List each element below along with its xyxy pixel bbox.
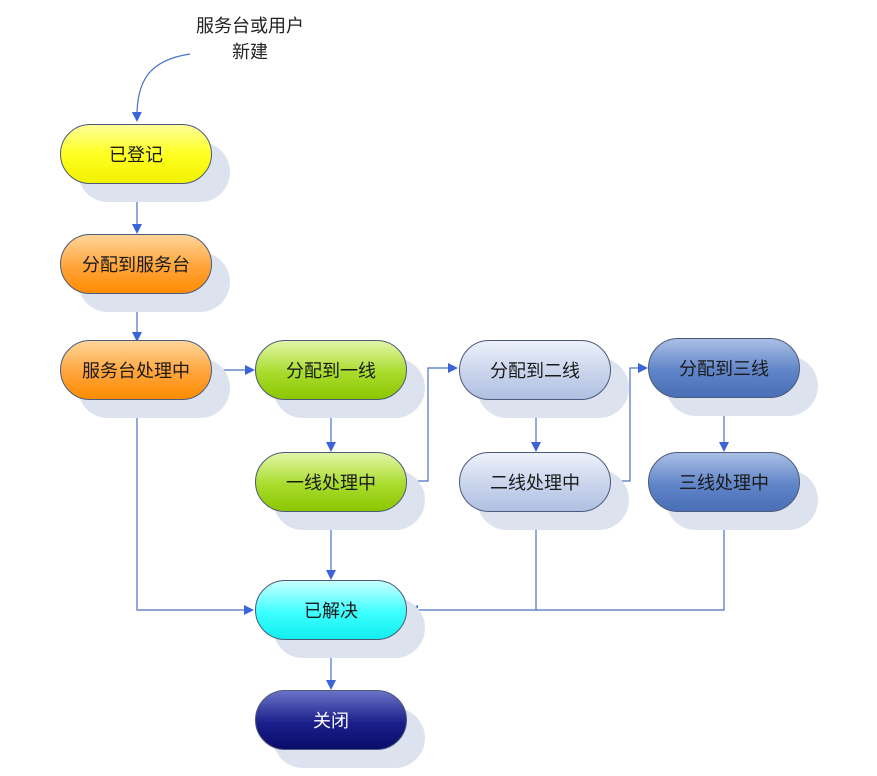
node-assigned-l2[interactable]: 分配到二线 (459, 340, 629, 418)
start-label-line2: 新建 (232, 42, 268, 63)
node-l3-processing[interactable]: 三线处理中 (648, 452, 818, 530)
node-label: 已登记 (109, 145, 163, 166)
node-label: 已解决 (304, 601, 358, 622)
node-assigned-l3[interactable]: 分配到三线 (648, 338, 818, 416)
start-label-line1: 服务台或用户 (196, 16, 304, 37)
start-arrow (131, 53, 191, 122)
node-assigned-l1[interactable]: 分配到一线 (255, 340, 425, 418)
node-assigned-desk[interactable]: 分配到服务台 (60, 234, 230, 312)
connector-desk-to-resolved (136, 400, 254, 615)
node-desk-processing[interactable]: 服务台处理中 (60, 340, 230, 418)
node-closed[interactable]: 关闭 (255, 690, 425, 768)
node-registered[interactable]: 已登记 (60, 124, 230, 202)
connector-l3-to-resolved (536, 512, 725, 611)
node-label: 分配到服务台 (82, 255, 190, 276)
node-label: 二线处理中 (490, 473, 580, 494)
connector-l2-to-resolved (408, 512, 537, 615)
node-label: 分配到一线 (286, 361, 376, 382)
node-label: 服务台处理中 (82, 361, 190, 382)
node-label: 关闭 (313, 711, 349, 732)
node-resolved[interactable]: 已解决 (255, 580, 425, 658)
node-l2-processing[interactable]: 二线处理中 (459, 452, 629, 530)
node-label: 分配到二线 (490, 361, 580, 382)
node-label: 一线处理中 (286, 473, 376, 494)
node-label: 三线处理中 (679, 473, 769, 494)
node-label: 分配到三线 (679, 359, 769, 380)
start-label: 服务台或用户 新建 (160, 14, 340, 66)
node-l1-processing[interactable]: 一线处理中 (255, 452, 425, 530)
